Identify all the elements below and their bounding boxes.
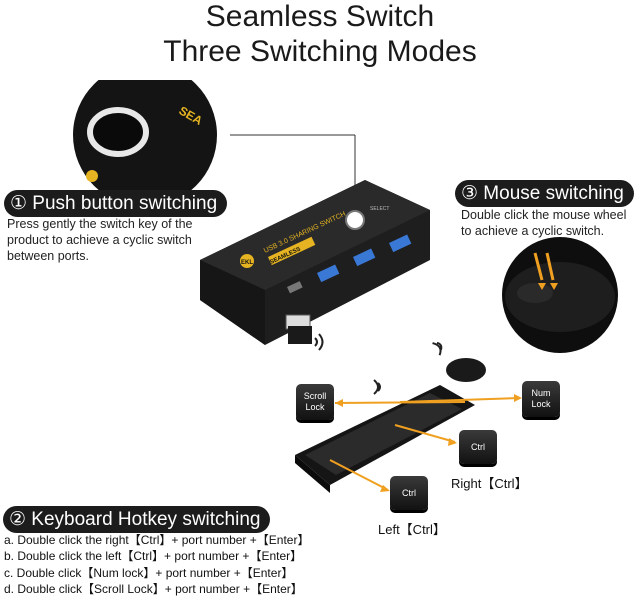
wireless-mouse-icon: [432, 341, 486, 382]
right-ctrl-label: Right【Ctrl】: [451, 476, 528, 491]
left-ctrl-label: Left【Ctrl】: [378, 522, 446, 537]
page-subtitle: Three Switching Modes: [163, 35, 477, 68]
usb-receiver-icon: [285, 314, 324, 351]
page-title: Seamless Switch: [205, 0, 435, 33]
zoom-illustration: SEA: [73, 80, 356, 280]
mouse-desc-line: Double click the mouse wheel: [461, 208, 627, 222]
mouse-desc-line: to achieve a cyclic switch.: [461, 224, 605, 238]
mouse-closeup-illustration: [502, 237, 618, 353]
mouse-description: Double click the mouse wheel to achieve …: [461, 207, 626, 239]
mouse-heading: ③ Mouse switching: [455, 180, 634, 207]
hotkey-item: b. Double click the left【Ctrl】+ port num…: [4, 549, 303, 564]
usb-port-icon: [389, 234, 412, 253]
kvm-switch-device: SELECT USB 3.0 SHARING SWITCH SEAMLESS E…: [200, 180, 430, 345]
push-description: Press gently the switch key of the produ…: [7, 216, 193, 264]
hotkey-item: c. Double click【Num lock】+ port number +…: [4, 565, 294, 580]
keyboard-illustration: [295, 379, 475, 493]
power-port-icon: [287, 281, 303, 294]
left-ctrl-key: Ctrl: [390, 476, 428, 510]
hotkey-list: a. Double click the right【Ctrl】+ port nu…: [4, 532, 309, 597]
keyboard-heading: ② Keyboard Hotkey switching: [3, 506, 271, 533]
scroll-lock-key: Scroll Lock: [296, 384, 334, 420]
right-ctrl-key: Ctrl: [459, 430, 497, 464]
push-heading: ① Push button switching: [4, 190, 228, 217]
select-label: SELECT: [370, 206, 389, 212]
push-desc-line: product to achieve a cyclic switch: [7, 233, 192, 247]
select-button-icon: [345, 210, 365, 230]
usb-port-icon: [317, 264, 340, 283]
usb-port-icon: [353, 248, 376, 267]
push-desc-line: Press gently the switch key of the: [7, 217, 193, 231]
push-desc-line: between ports.: [7, 249, 89, 263]
hotkey-item: a. Double click the right【Ctrl】+ port nu…: [4, 533, 310, 547]
hotkey-item: d. Double click【Scroll Lock】+ port numbe…: [4, 581, 303, 596]
brand-badge: EKL: [241, 260, 253, 266]
num-lock-key: Num Lock: [522, 381, 560, 417]
